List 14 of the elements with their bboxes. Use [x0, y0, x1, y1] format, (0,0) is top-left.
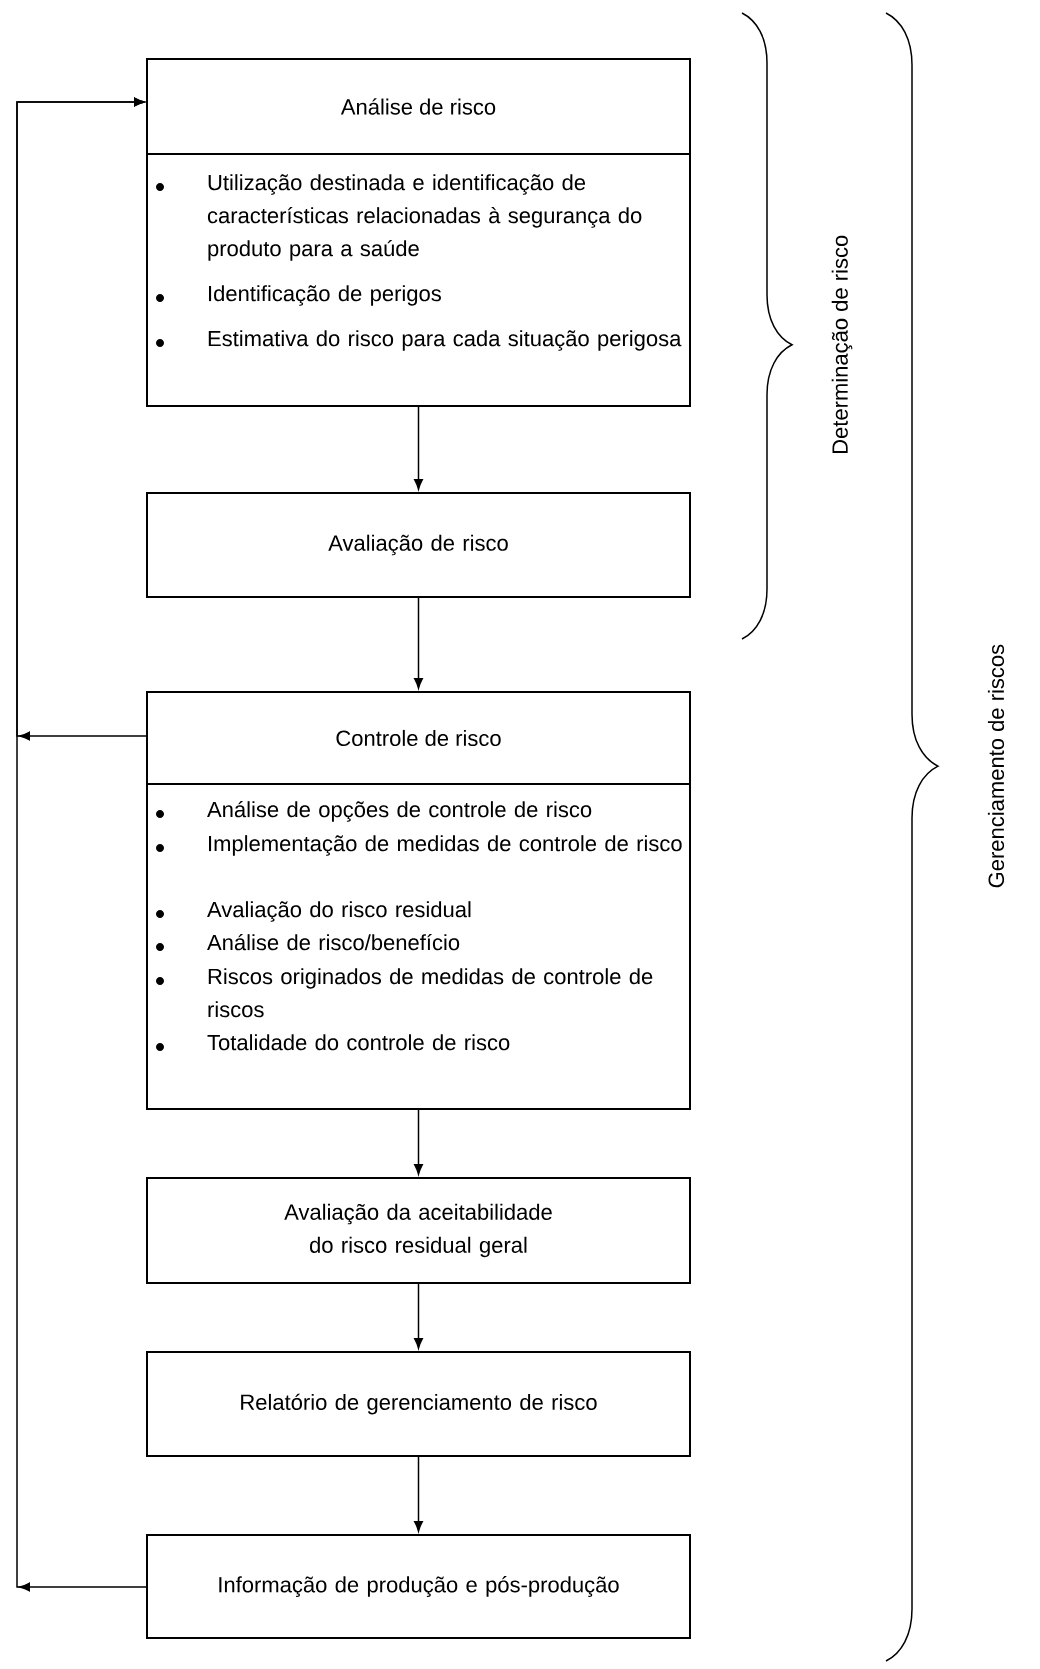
- process-box: Controle de risco Análise de opções de controle de risco Implementação de medidas de controle de risco Avaliação do risco residual Análise de risco/benefício Riscos originados de medidas de controle de riscos Totalidade do controle de risco: [146, 691, 691, 1110]
- process-box: Avaliação de risco: [146, 492, 691, 598]
- brace-label: Gerenciamento de riscos: [987, 644, 1005, 888]
- process-box: Avaliação da aceitabilidade do risco residual geral: [146, 1177, 691, 1284]
- arrow: [414, 597, 423, 689]
- process-box: Análise de risco Utilização destinada e identificação de características relacionadas à segurança do produto para a saúde Identificação de perigos Estimativa do risco para cada situação perigosa: [146, 58, 691, 407]
- arrow: [414, 1283, 423, 1349]
- process-box: Informação de produção e pós-produção: [146, 1534, 691, 1639]
- arrow: [16, 97, 148, 1592]
- arrow: [414, 1109, 423, 1175]
- arrow: [414, 1456, 423, 1532]
- process-box: Relatório de gerenciamento de risco: [146, 1351, 691, 1457]
- arrow: [414, 406, 423, 490]
- brace-label: Determinação de risco: [831, 235, 853, 454]
